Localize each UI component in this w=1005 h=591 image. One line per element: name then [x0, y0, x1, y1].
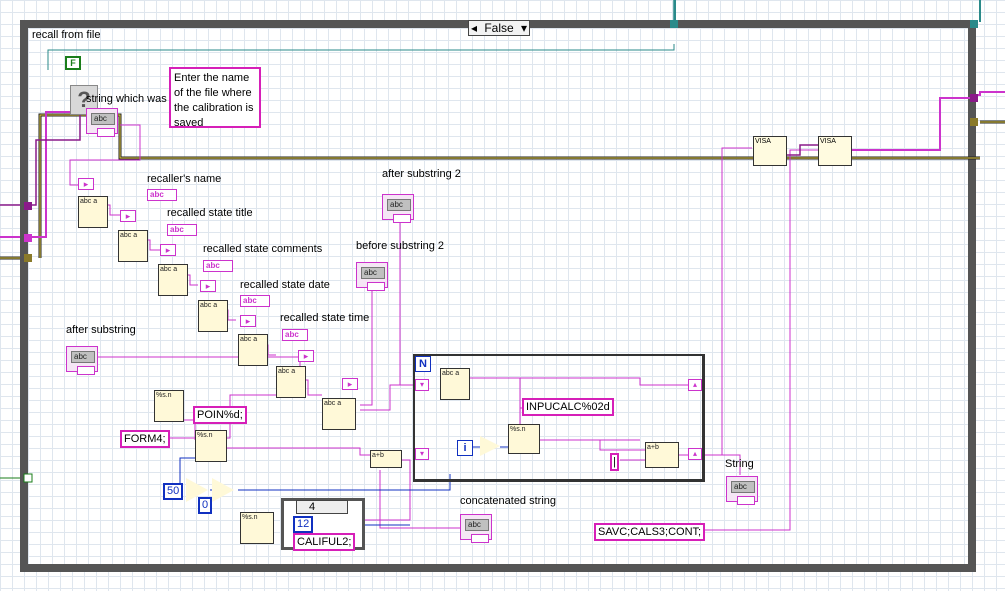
multiply-node-icon[interactable] — [186, 478, 208, 502]
visa-write-1[interactable]: VISA — [753, 136, 787, 166]
concatenate-node[interactable]: a+b — [370, 450, 402, 468]
indicator-after-substring[interactable]: abc — [66, 346, 98, 375]
match-pattern-3[interactable]: abc a — [158, 264, 188, 296]
format-into-string-2[interactable]: %s.n — [195, 430, 227, 462]
shift-register-right[interactable]: ▴ — [688, 448, 702, 460]
inpucalc-constant[interactable]: INPUCALC%02d — [522, 398, 614, 416]
match-offset-node[interactable]: ▸ — [160, 244, 176, 256]
concatenate-loop[interactable]: a+b — [645, 442, 679, 468]
match-offset-node[interactable]: ▸ — [298, 350, 314, 362]
indicator-recalled-state-title[interactable]: abc — [167, 224, 197, 236]
shift-register-left[interactable]: ▾ — [415, 448, 429, 460]
label-recalled-state-title: recalled state title — [167, 207, 253, 219]
label-recalled-state-date: recalled state date — [240, 279, 330, 291]
label-recalled-state-time: recalled state time — [280, 312, 370, 324]
label-string-read: string which was read — [86, 93, 192, 105]
selector-value: False — [484, 21, 514, 35]
indicator-foot — [737, 496, 755, 505]
indicator-inner: abc — [465, 519, 489, 531]
increment-node-icon[interactable] — [480, 436, 500, 456]
constant-50[interactable]: 50 — [163, 483, 184, 500]
indicator-foot — [77, 366, 95, 375]
visa-write-2[interactable]: VISA — [818, 136, 852, 166]
label-recalled-state-comments: recalled state comments — [203, 243, 323, 255]
indicator-inner: abc — [731, 481, 755, 493]
indicator-foot — [97, 128, 115, 137]
shift-register-right[interactable]: ▴ — [688, 379, 702, 391]
indicator-inner: abc — [71, 351, 95, 363]
empty-string-constant[interactable]: | — [610, 453, 619, 471]
select-node-icon[interactable]: ? — [70, 85, 98, 115]
match-pattern-loop[interactable]: abc a — [440, 368, 470, 400]
inner-case-selector[interactable]: 4 — [296, 500, 348, 514]
selector-decrement-icon[interactable]: ◂ — [471, 21, 478, 35]
constant-12[interactable]: 12 — [293, 516, 314, 533]
match-pattern-6[interactable]: abc a — [276, 366, 306, 398]
label-after-substring: after substring — [66, 324, 136, 336]
indicator-string[interactable]: abc — [726, 476, 758, 505]
match-pattern-7[interactable]: abc a — [322, 398, 356, 430]
savc-constant[interactable]: SAVC;CALS3;CONT; — [594, 523, 706, 541]
indicator-before-substring-2[interactable]: abc — [356, 262, 388, 291]
indicator-recalled-state-comments[interactable]: abc — [203, 260, 233, 272]
for-loop[interactable] — [413, 354, 705, 482]
case-label: recall from file — [32, 29, 101, 41]
label-after-substring-2: after substring 2 — [382, 168, 461, 180]
label-concatenated-string: concatenated string — [460, 495, 557, 507]
indicator-foot — [367, 282, 385, 291]
format-into-string-3[interactable]: %s.n — [240, 512, 274, 544]
indicator-foot — [471, 534, 489, 543]
indicator-inner: abc — [91, 113, 115, 125]
indicator-recallers-name[interactable]: abc — [147, 189, 177, 201]
format-into-string-loop[interactable]: %s.n — [508, 424, 540, 454]
selector-dropdown-icon[interactable]: ▾ — [520, 21, 527, 35]
califul2-constant[interactable]: CALIFUL2; — [293, 533, 356, 551]
false-constant[interactable]: F — [65, 56, 81, 70]
case-selector[interactable]: ◂ False ▾ — [468, 20, 530, 36]
loop-count-terminal[interactable]: N — [415, 356, 431, 372]
format-into-string-1[interactable]: %s.n — [154, 390, 184, 422]
loop-iteration-terminal[interactable]: i — [457, 440, 473, 456]
match-pattern-1[interactable]: abc a — [78, 196, 108, 228]
indicator-recalled-state-time[interactable]: abc — [282, 329, 308, 341]
indicator-inner: abc — [361, 267, 385, 279]
match-offset-node[interactable]: ▸ — [342, 378, 358, 390]
shift-register-left[interactable]: ▾ — [415, 379, 429, 391]
comment-note: Enter the name of the file where the cal… — [169, 67, 261, 129]
constant-0[interactable]: 0 — [198, 497, 213, 514]
poin-constant[interactable]: POIN%d; — [193, 406, 247, 424]
match-pattern-5[interactable]: abc a — [238, 334, 268, 366]
match-offset-node[interactable]: ▸ — [120, 210, 136, 222]
indicator-concatenated-string[interactable]: abc — [460, 514, 492, 543]
indicator-after-substring-2[interactable]: abc — [382, 194, 414, 223]
match-offset-node[interactable]: ▸ — [78, 178, 94, 190]
add-node-icon[interactable] — [212, 478, 234, 502]
label-string: String — [725, 458, 754, 470]
match-pattern-4[interactable]: abc a — [198, 300, 228, 332]
match-offset-node[interactable]: ▸ — [200, 280, 216, 292]
match-pattern-2[interactable]: abc a — [118, 230, 148, 262]
label-recallers-name: recaller's name — [147, 173, 222, 185]
indicator-inner: abc — [387, 199, 411, 211]
indicator-string-read[interactable]: abc — [86, 108, 118, 137]
indicator-foot — [393, 214, 411, 223]
form4-constant[interactable]: FORM4; — [120, 430, 170, 448]
indicator-recalled-state-date[interactable]: abc — [240, 295, 270, 307]
match-offset-node[interactable]: ▸ — [240, 315, 256, 327]
label-before-substring-2: before substring 2 — [356, 240, 445, 252]
